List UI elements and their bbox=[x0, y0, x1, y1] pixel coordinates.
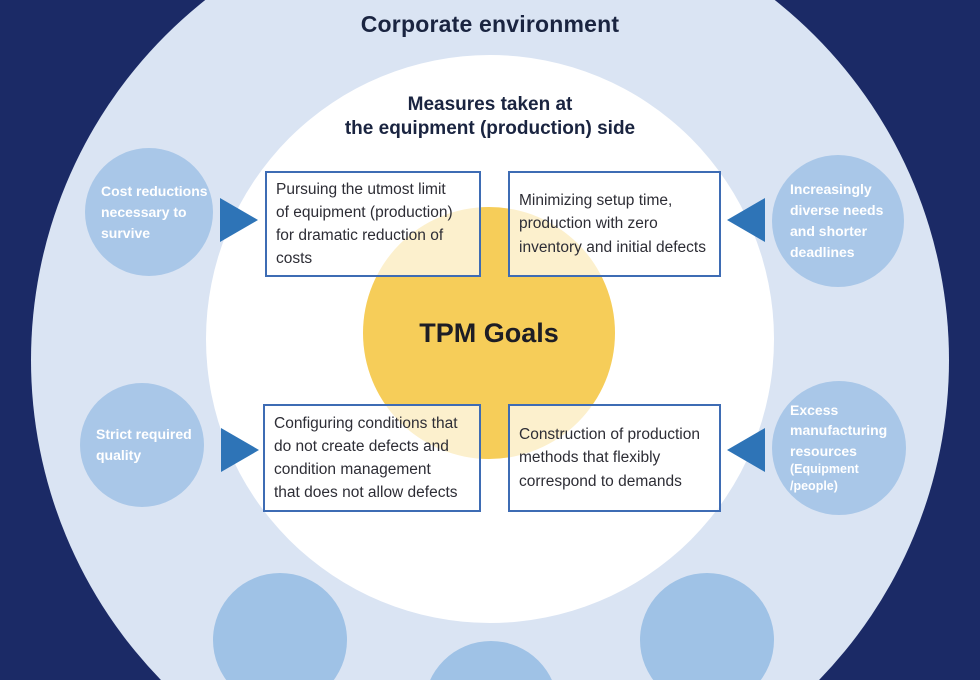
measure-box-top-left: Pursuing the utmost limit of equipment (… bbox=[265, 171, 481, 277]
pressure-label-strict-quality: Strict required quality bbox=[96, 426, 192, 463]
measure-box-bottom-left: Configuring conditions that do not creat… bbox=[263, 404, 481, 512]
slide-title: Corporate environment bbox=[360, 11, 620, 37]
subtitle: Measures taken at the equipment (product… bbox=[344, 94, 636, 139]
measure-box-bottom-right: Construction of production methods that … bbox=[508, 404, 721, 512]
decorative-circle-bottom-left bbox=[213, 573, 347, 680]
arrow-right-bottom-left-icon bbox=[221, 428, 259, 472]
arrow-left-top-right-icon bbox=[727, 198, 765, 242]
pressure-circle-strict-quality: Strict required quality bbox=[80, 383, 204, 507]
measure-box-top-right: Minimizing setup time, production with z… bbox=[508, 171, 721, 277]
pressure-circle-excess-resources: Excess manufacturing resources (Equipmen… bbox=[772, 381, 906, 515]
pressure-circle-diverse-needs: Increasingly diverse needs and shorter d… bbox=[772, 155, 904, 287]
arrow-left-bottom-right-icon bbox=[727, 428, 765, 472]
pressure-label-excess-resources: Excess manufacturing resources bbox=[790, 402, 888, 459]
pressure-label-cost-reductions: Cost reductions necessary to survive bbox=[101, 182, 208, 241]
measure-text-bottom-right: Construction of production methods that … bbox=[519, 426, 700, 490]
measure-text-top-right: Minimizing setup time, production with z… bbox=[519, 192, 706, 256]
arrow-right-top-left-icon bbox=[220, 198, 258, 242]
tpm-goals-label: TPM Goals bbox=[419, 318, 559, 348]
decorative-circle-bottom-right bbox=[640, 573, 774, 680]
measure-text-top-left: Pursuing the utmost limit of equipment (… bbox=[276, 180, 453, 268]
measure-text-bottom-left: Configuring conditions that do not creat… bbox=[274, 414, 458, 502]
pressure-sublabel-excess-resources: (Equipment /people) bbox=[790, 461, 859, 494]
pressure-label-diverse-needs: Increasingly diverse needs and shorter d… bbox=[790, 181, 884, 260]
pressure-circle-cost-reductions: Cost reductions necessary to survive bbox=[85, 148, 213, 276]
